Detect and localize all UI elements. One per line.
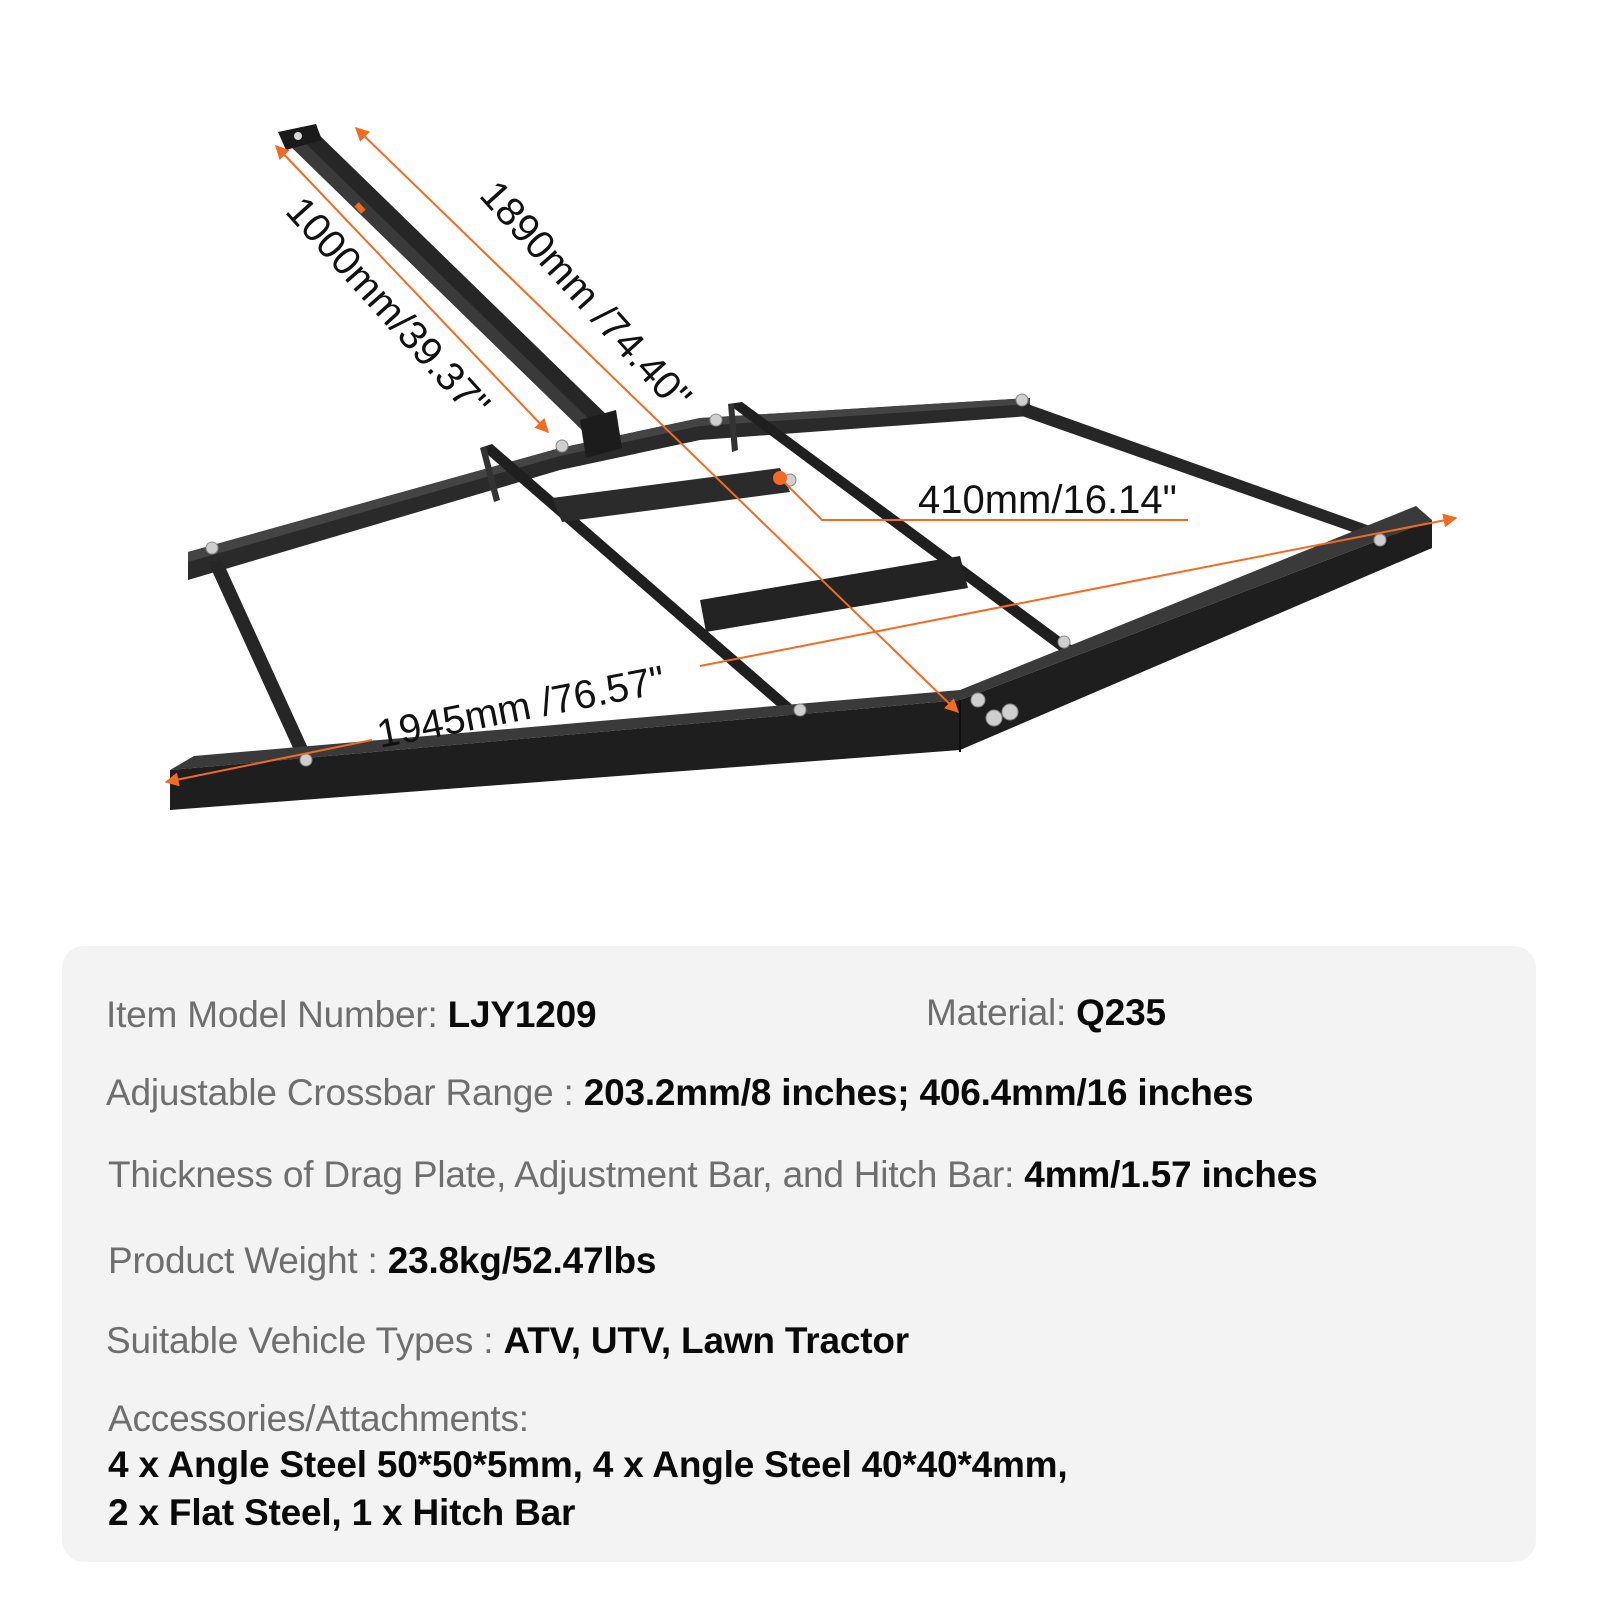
spec-crossbar-range-label: Adjustable Crossbar Range : xyxy=(106,1072,584,1113)
spec-vehicle-types-value: ATV, UTV, Lawn Tractor xyxy=(503,1320,909,1361)
overall-length-label: 1890mm /74.40" xyxy=(471,173,699,420)
spec-material-value: Q235 xyxy=(1076,992,1166,1033)
spec-vehicle-types: Suitable Vehicle Types : ATV, UTV, Lawn … xyxy=(106,1320,909,1362)
drag-harrow-diagram: 1000mm/39.37" 1890mm /74.40" 410mm/16.14… xyxy=(164,124,1458,810)
left-side-bar xyxy=(208,560,318,772)
spec-weight: Product Weight : 23.8kg/52.47lbs xyxy=(108,1240,656,1282)
spec-material: Material: Q235 xyxy=(926,992,1166,1034)
front-drag-bar xyxy=(170,506,1432,810)
spec-thickness-label: Thickness of Drag Plate, Adjustment Bar,… xyxy=(108,1154,1025,1195)
spec-vehicle-types-label: Suitable Vehicle Types : xyxy=(106,1320,504,1361)
spec-accessories-label: Accessories/Attachments: xyxy=(108,1398,529,1439)
overall-length-dimension-arrow xyxy=(354,127,960,713)
overall-width-dimension-arrow-b xyxy=(164,739,373,787)
spec-thickness-value: 4mm/1.57 inches xyxy=(1024,1154,1318,1195)
spec-accessories-line-2: 2 x Flat Steel, 1 x Hitch Bar xyxy=(108,1492,576,1533)
spec-accessories-line-1: 4 x Angle Steel 50*50*5mm, 4 x Angle Ste… xyxy=(108,1444,1068,1485)
overall-width-dimension-arrow-a xyxy=(699,513,1458,667)
crossbar-spacing-leader xyxy=(781,479,1188,521)
spec-material-label: Material: xyxy=(926,992,1077,1033)
spec-crossbar-range-value: 203.2mm/8 inches; 406.4mm/16 inches xyxy=(583,1072,1254,1113)
spec-weight-value: 23.8kg/52.47lbs xyxy=(387,1240,657,1281)
spec-crossbar-range: Adjustable Crossbar Range : 203.2mm/8 in… xyxy=(106,1072,1254,1114)
specifications-panel: Item Model Number: LJY1209 Material: Q23… xyxy=(62,946,1536,1562)
spec-thickness: Thickness of Drag Plate, Adjustment Bar,… xyxy=(108,1154,1318,1196)
spec-model-label: Item Model Number: xyxy=(106,994,448,1035)
spec-model-value: LJY1209 xyxy=(447,994,597,1035)
right-side-bar xyxy=(1022,402,1398,548)
crossbar-spacing-label: 410mm/16.14" xyxy=(918,478,1177,522)
spec-model-number: Item Model Number: LJY1209 xyxy=(106,994,597,1036)
spec-weight-label: Product Weight : xyxy=(108,1240,388,1281)
